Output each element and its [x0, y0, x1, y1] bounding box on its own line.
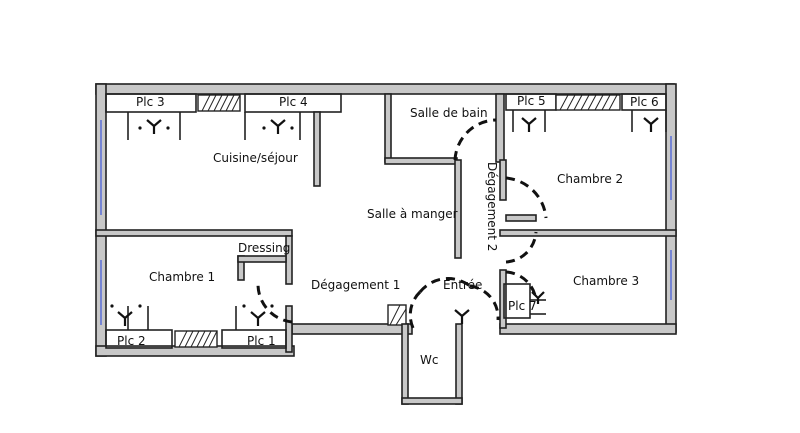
doors — [256, 118, 548, 331]
hanger-icon — [138, 119, 170, 134]
interior-walls — [95, 93, 677, 353]
exterior-walls — [95, 83, 677, 357]
hanger-icon — [521, 117, 537, 132]
label-degagement1: Dégagement 1 — [311, 278, 400, 292]
bottom-closets — [105, 306, 287, 349]
label-degagement2: Dégagement 2 — [485, 162, 499, 251]
hanger-icon — [242, 304, 274, 326]
top-closets — [105, 93, 667, 140]
wc-room — [401, 323, 463, 405]
label-plc3: Plc 3 — [136, 95, 165, 109]
room-labels: Plc 3 Plc 4 Plc 5 Plc 6 Salle de bain Cu… — [117, 94, 659, 367]
windows — [100, 120, 672, 325]
hanger-icon — [643, 117, 659, 132]
hanger-icon — [110, 304, 142, 326]
label-plc7: Plc 7 — [508, 299, 537, 313]
label-salle-a-manger: Salle à manger — [367, 207, 458, 221]
label-chambre1: Chambre 1 — [149, 270, 215, 284]
hanger-icon — [531, 291, 545, 304]
label-cuisine: Cuisine/séjour — [213, 151, 298, 165]
label-chambre2: Chambre 2 — [557, 172, 623, 186]
closet-hangers — [110, 117, 659, 326]
label-plc4: Plc 4 — [279, 95, 308, 109]
hanger-icon — [262, 119, 294, 134]
label-salle-de-bain: Salle de bain — [410, 106, 488, 120]
label-plc5: Plc 5 — [517, 94, 546, 108]
label-wc: Wc — [420, 353, 438, 367]
label-dressing: Dressing — [238, 241, 290, 255]
label-plc2: Plc 2 — [117, 334, 146, 348]
hatched-ducts — [174, 94, 621, 348]
label-entree: Entrée — [443, 278, 482, 292]
label-chambre3: Chambre 3 — [573, 274, 639, 288]
label-plc1: Plc 1 — [247, 334, 276, 348]
hanger-icon — [454, 309, 470, 324]
label-plc6: Plc 6 — [630, 95, 659, 109]
